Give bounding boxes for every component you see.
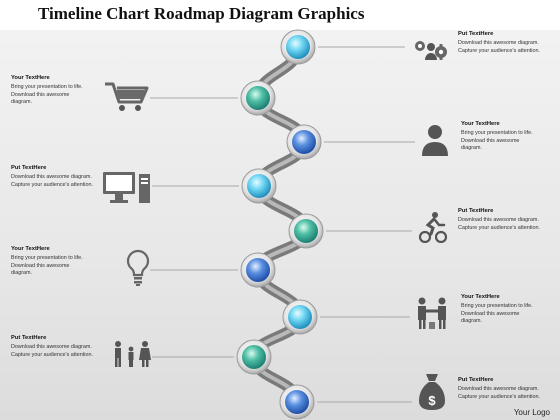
timeline-node bbox=[241, 168, 277, 204]
timeline-node bbox=[286, 124, 322, 160]
node-orb bbox=[246, 86, 270, 110]
money-bag-icon: $ bbox=[419, 374, 445, 410]
text-body: Download this awesome diagram. Capture y… bbox=[11, 344, 93, 358]
timeline-node bbox=[288, 213, 324, 249]
text-heading: Put TextHere bbox=[458, 377, 494, 383]
logo-text: Your Logo bbox=[513, 408, 550, 417]
text-block-1: Put TextHere Download this awesome diagr… bbox=[458, 31, 554, 55]
text-heading: Put TextHere bbox=[458, 31, 494, 37]
family-group-icon bbox=[115, 341, 151, 367]
text-heading: Your TextHere bbox=[461, 121, 500, 127]
node-orb bbox=[285, 390, 309, 414]
text-block-5: Put TextHere Download this awesome diagr… bbox=[458, 208, 554, 232]
svg-text:$: $ bbox=[428, 393, 436, 408]
node-orb bbox=[247, 174, 271, 198]
timeline-node bbox=[236, 339, 272, 375]
text-body: Bring your presentation to life. Downloa… bbox=[11, 84, 83, 106]
node-orb bbox=[286, 35, 310, 59]
timeline-node bbox=[280, 29, 316, 65]
text-heading: Put TextHere bbox=[11, 165, 47, 171]
text-body: Download this awesome diagram. Capture y… bbox=[458, 217, 540, 231]
gears-person-icon bbox=[415, 41, 447, 60]
text-heading: Put TextHere bbox=[458, 208, 494, 214]
text-block-9: Put TextHere Download this awesome diagr… bbox=[458, 377, 554, 401]
text-body: Download this awesome diagram. Capture y… bbox=[11, 174, 93, 188]
text-body: Download this awesome diagram. Capture y… bbox=[458, 40, 540, 54]
lightbulb-icon bbox=[126, 249, 150, 286]
text-heading: Your TextHere bbox=[461, 294, 500, 300]
timeline-node bbox=[282, 299, 318, 335]
shopping-cart-icon bbox=[105, 82, 149, 111]
node-orb bbox=[294, 219, 318, 243]
text-heading: Put TextHere bbox=[11, 335, 47, 341]
text-body: Bring your presentation to life. Downloa… bbox=[11, 255, 83, 277]
connector-lines bbox=[150, 46, 415, 403]
node-orb bbox=[246, 258, 270, 282]
node-orb bbox=[288, 305, 312, 329]
timeline-node bbox=[240, 80, 276, 116]
node-orb bbox=[242, 345, 266, 369]
text-block-2: Your TextHere Bring your presentation to… bbox=[11, 75, 107, 107]
text-body: Bring your presentation to life. Downloa… bbox=[461, 303, 533, 325]
text-body: Bring your presentation to life. Downloa… bbox=[461, 130, 533, 152]
handshake-icon bbox=[418, 297, 446, 329]
timeline-node bbox=[279, 384, 315, 420]
timeline-node bbox=[240, 252, 276, 288]
person-silhouette-icon bbox=[422, 125, 448, 156]
text-block-7: Your TextHere Bring your presentation to… bbox=[461, 294, 557, 326]
text-body: Download this awesome diagram. Capture y… bbox=[458, 386, 540, 400]
text-block-8: Put TextHere Download this awesome diagr… bbox=[11, 335, 107, 359]
desktop-computer-icon bbox=[103, 172, 150, 203]
background-band bbox=[0, 30, 560, 420]
text-heading: Your TextHere bbox=[11, 75, 50, 81]
cyclist-icon bbox=[418, 212, 448, 243]
node-orb bbox=[292, 130, 316, 154]
page-title: Timeline Chart Roadmap Diagram Graphics bbox=[38, 4, 365, 23]
text-block-3: Your TextHere Bring your presentation to… bbox=[461, 121, 557, 153]
text-block-6: Your TextHere Bring your presentation to… bbox=[11, 246, 107, 278]
text-block-4: Put TextHere Download this awesome diagr… bbox=[11, 165, 107, 189]
text-heading: Your TextHere bbox=[11, 246, 50, 252]
